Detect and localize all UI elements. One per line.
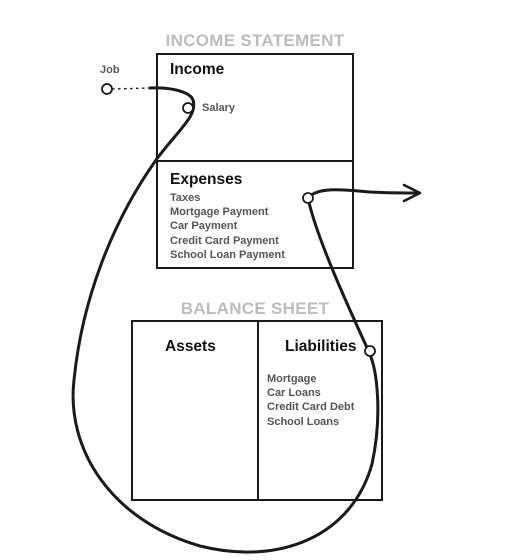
cash-flow-loop-line [71,86,380,554]
salary-node-icon [182,102,194,114]
expense-item: Mortgage Payment [170,206,269,219]
liability-item: Car Loans [267,387,321,400]
liabilities-heading: Liabilities [285,338,357,355]
outflow-arrow-icon [402,183,422,203]
job-label: Job [100,64,120,76]
liability-item: Mortgage [267,373,317,385]
job-node-icon [101,83,113,95]
expenses-box: Expenses Taxes Mortgage Payment Car Paym… [156,160,354,269]
expense-item: Taxes [170,192,201,204]
expense-item: Credit Card Payment [170,234,279,247]
liabilities-list: Mortgage Car Loans Credit Card Debt Scho… [267,372,354,429]
expense-item: School Loan Payment [170,248,285,261]
liability-item: School Loans [267,415,340,428]
expenses-outflow-line [306,188,420,200]
expenses-list: Taxes Mortgage Payment Car Payment Credi… [170,191,285,262]
expense-item: Car Payment [170,220,238,233]
liabilities-node-icon [364,345,376,357]
income-heading: Income [170,61,225,78]
liability-item: Credit Card Debt [267,401,355,414]
income-statement-title: INCOME STATEMENT [165,31,345,50]
expenses-heading: Expenses [170,171,243,188]
salary-label: Salary [202,102,236,114]
balance-sheet-title: BALANCE SHEET [180,299,330,318]
job-to-salary-dashed-line [111,87,151,90]
liabilities-box: Liabilities Mortgage Car Loans Credit Ca… [257,320,383,501]
assets-heading: Assets [165,338,216,355]
expenses-node-icon [302,192,314,204]
